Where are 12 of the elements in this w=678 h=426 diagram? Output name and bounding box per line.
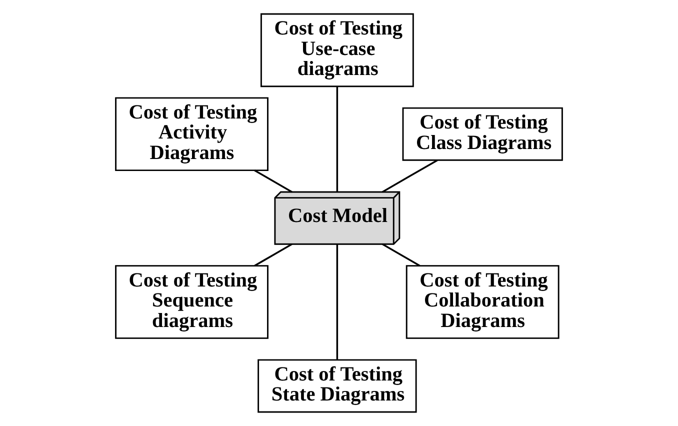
connector (336, 86, 338, 192)
connector (382, 159, 438, 193)
connector (336, 244, 338, 360)
connector (254, 243, 292, 266)
node-box: Cost of Testing Sequence diagrams (115, 265, 268, 339)
connector (254, 170, 292, 193)
node-box: Cost of Testing Class Diagrams (402, 107, 563, 161)
node-box: Cost of Testing Collaboration Diagrams (406, 265, 560, 339)
node-box: Cost of Testing Activity Diagrams (115, 97, 268, 172)
node-box: Cost of Testing State Diagrams (258, 359, 417, 413)
node-box: Cost of Testing Use-case diagrams (260, 13, 414, 88)
connector (382, 243, 420, 266)
